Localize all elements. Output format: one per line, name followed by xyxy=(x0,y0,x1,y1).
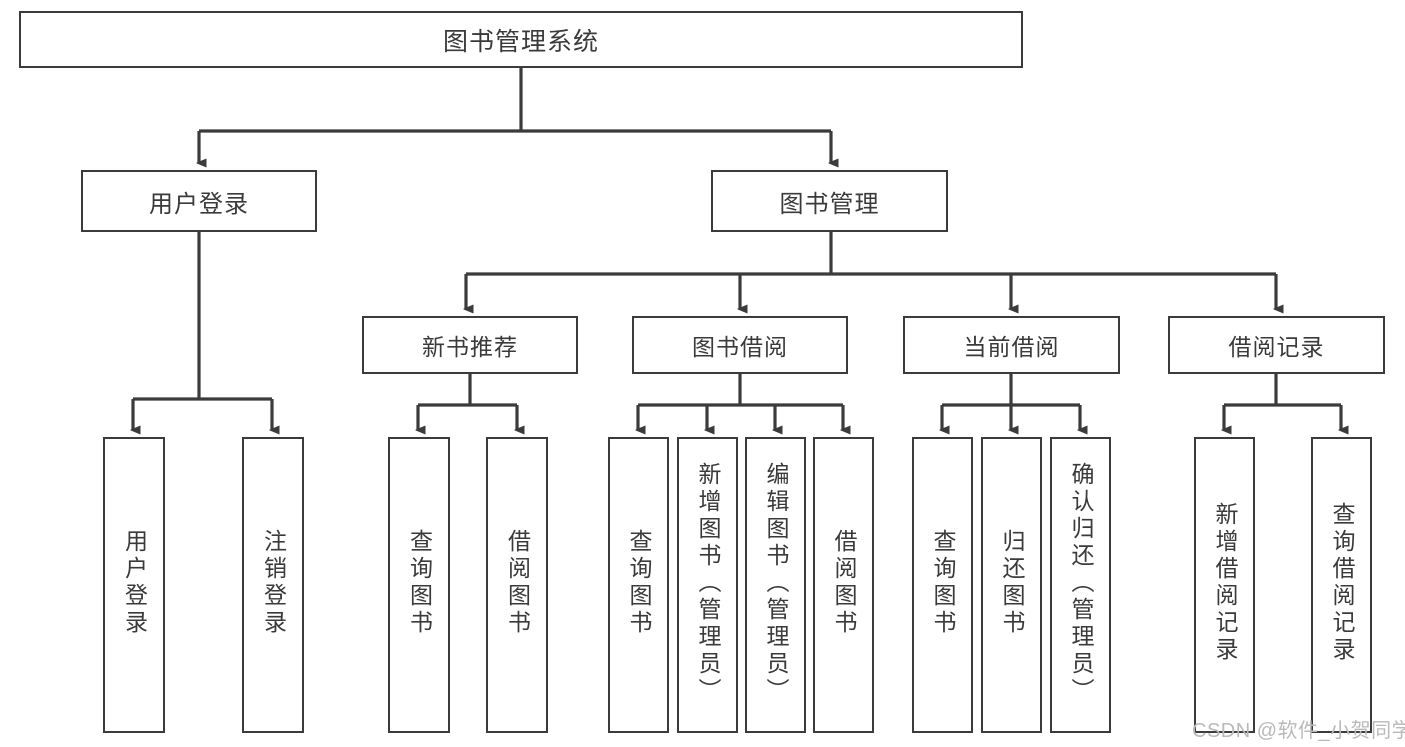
leaf-label: 新增借阅记录 xyxy=(1212,502,1238,664)
leaf-record-add-record[interactable]: 新增借阅记录 xyxy=(1194,437,1255,733)
leaf-label: 查询借阅记录 xyxy=(1329,502,1355,664)
leaf-current-confirm-return-admin[interactable]: 确认归还（管理员） xyxy=(1050,437,1111,733)
leaf-borrow-query-book[interactable]: 查询图书 xyxy=(608,437,669,733)
leaf-label: 查询图书 xyxy=(930,529,956,637)
node-new-book-recommend-label: 新书推荐 xyxy=(422,334,518,360)
node-book-management[interactable]: 图书管理 xyxy=(711,170,948,232)
leaf-label: 查询图书 xyxy=(406,529,433,637)
leaf-user-login-signout[interactable]: 注销登录 xyxy=(242,437,304,733)
leaf-label: 注销登录 xyxy=(260,529,287,637)
node-book-borrow[interactable]: 图书借阅 xyxy=(632,316,848,374)
node-borrow-record[interactable]: 借阅记录 xyxy=(1168,316,1385,374)
node-new-book-recommend[interactable]: 新书推荐 xyxy=(362,316,578,374)
node-current-borrow[interactable]: 当前借阅 xyxy=(903,316,1120,374)
leaf-label: 借阅图书 xyxy=(504,529,531,637)
leaf-label: 用户登录 xyxy=(121,529,148,637)
leaf-borrow-add-book-admin[interactable]: 新增图书（管理员） xyxy=(677,437,738,733)
node-root-book-management-system[interactable]: 图书管理系统 xyxy=(19,11,1023,68)
node-book-management-label: 图书管理 xyxy=(779,190,880,218)
leaf-user-login-signin[interactable]: 用户登录 xyxy=(103,437,165,733)
node-borrow-record-label: 借阅记录 xyxy=(1228,334,1325,360)
leaf-label: 编辑图书（管理员） xyxy=(763,461,789,705)
node-user-login-label: 用户登录 xyxy=(149,190,249,218)
leaf-current-return-book[interactable]: 归还图书 xyxy=(981,437,1042,733)
node-root-label: 图书管理系统 xyxy=(442,27,599,56)
leaf-recommend-query-book[interactable]: 查询图书 xyxy=(388,437,450,733)
leaf-label: 确认归还（管理员） xyxy=(1068,461,1094,705)
leaf-current-query-book[interactable]: 查询图书 xyxy=(912,437,973,733)
leaf-borrow-edit-book-admin[interactable]: 编辑图书（管理员） xyxy=(745,437,806,733)
leaf-record-query-record[interactable]: 查询借阅记录 xyxy=(1311,437,1372,733)
leaf-borrow-borrow-book[interactable]: 借阅图书 xyxy=(813,437,874,733)
leaf-label: 归还图书 xyxy=(999,529,1025,637)
node-book-borrow-label: 图书借阅 xyxy=(692,334,788,360)
leaf-label: 新增图书（管理员） xyxy=(695,461,721,705)
leaf-label: 借阅图书 xyxy=(831,529,857,637)
leaf-label: 查询图书 xyxy=(626,529,652,637)
node-user-login[interactable]: 用户登录 xyxy=(81,170,317,232)
leaf-recommend-borrow-book[interactable]: 借阅图书 xyxy=(486,437,548,733)
node-current-borrow-label: 当前借阅 xyxy=(963,334,1060,360)
